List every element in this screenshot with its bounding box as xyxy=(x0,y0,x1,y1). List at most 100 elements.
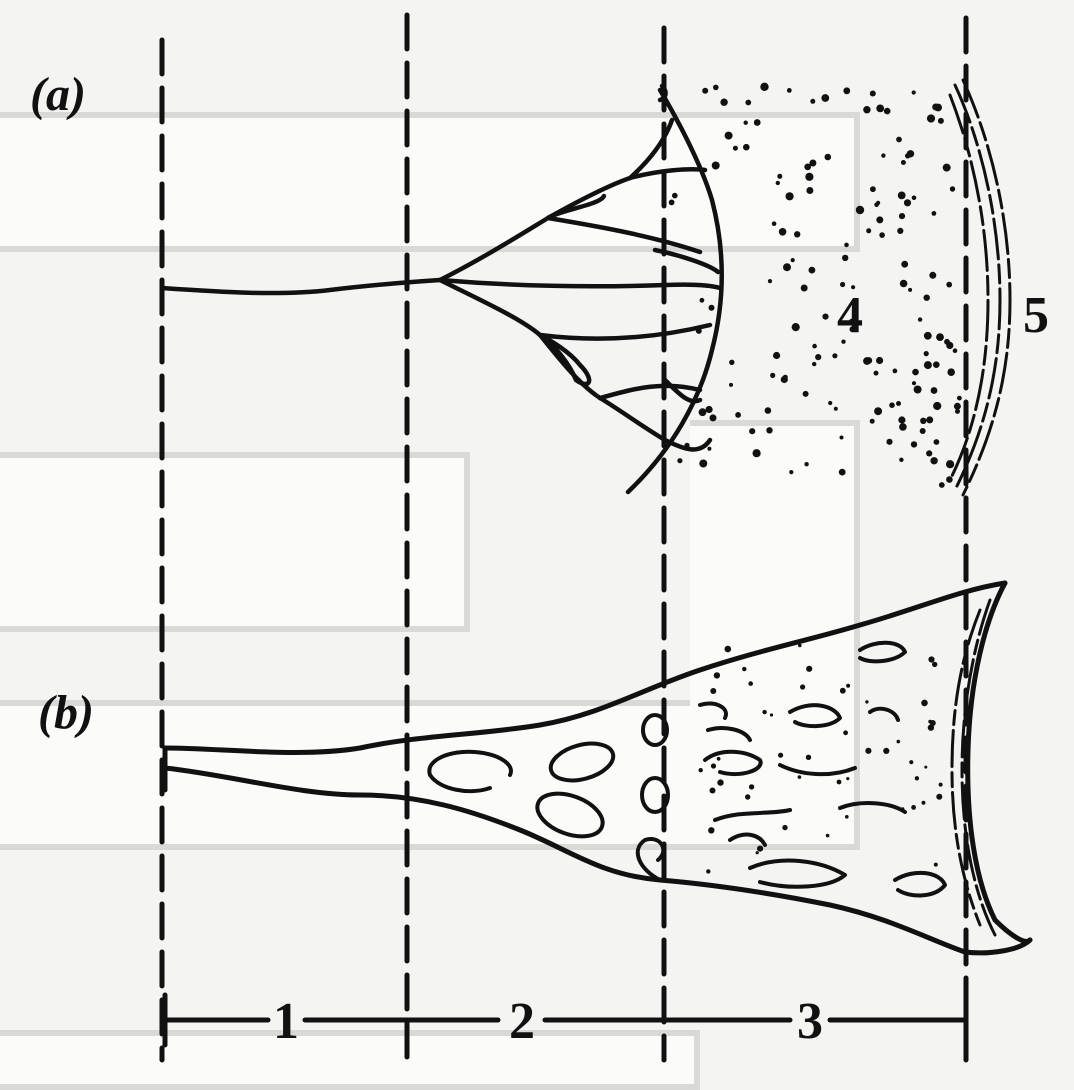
stipple-dot xyxy=(899,458,903,462)
region-label-2: 2 xyxy=(509,993,535,1050)
stipple-dot xyxy=(932,662,937,667)
stipple-dot xyxy=(825,154,832,161)
stipple-dot xyxy=(924,332,932,340)
stipple-dot xyxy=(912,369,919,376)
stipple-dot xyxy=(702,88,708,94)
organelle xyxy=(780,765,855,774)
stipple-dot xyxy=(725,646,732,653)
stipple-dot xyxy=(936,794,942,800)
stipple-dot xyxy=(927,114,935,122)
stipple-dot xyxy=(707,447,711,451)
stipple-dot xyxy=(837,780,842,785)
stipple-dot xyxy=(876,357,883,364)
stipple-dot xyxy=(712,162,720,170)
stipple-dot xyxy=(669,200,675,206)
dendrite-tree xyxy=(162,86,722,492)
stipple-dot xyxy=(893,369,898,374)
stipple-dot xyxy=(866,228,871,233)
stipple-dot xyxy=(783,263,791,271)
stipple-dot xyxy=(897,228,903,234)
stipple-dot xyxy=(766,427,772,433)
organelle xyxy=(750,861,845,887)
stipple-dot xyxy=(939,482,945,488)
stipple-dot xyxy=(920,428,926,434)
stipple-dot xyxy=(904,199,911,206)
stipple-dot xyxy=(729,383,733,387)
stipple-dot xyxy=(745,794,750,799)
stipple-dot xyxy=(946,476,953,483)
stipple-dot xyxy=(772,221,777,226)
stipple-dot xyxy=(846,684,850,688)
organelle xyxy=(840,803,905,812)
stipple-dot xyxy=(834,407,838,411)
stipple-dot xyxy=(778,753,783,758)
stipple-dot xyxy=(926,450,932,456)
stipple-dot xyxy=(832,353,837,358)
stipple-dot xyxy=(881,153,885,157)
stipple-dot xyxy=(787,88,792,93)
stipple-dot xyxy=(932,211,937,216)
stipple-dot xyxy=(754,119,761,126)
stipple-dot xyxy=(801,285,808,292)
stipple-dot xyxy=(896,401,901,406)
stipple-dot xyxy=(792,323,800,331)
stipple-dot xyxy=(924,766,927,769)
stipple-dot xyxy=(934,104,942,112)
stipple-dot xyxy=(926,416,933,423)
stipple-dot xyxy=(684,443,689,448)
stipple-dot xyxy=(954,403,961,410)
stipple-dot xyxy=(742,667,746,671)
stipple-dot xyxy=(845,815,849,819)
stipple-dot xyxy=(717,779,723,785)
stipple-dot xyxy=(710,414,717,421)
stipple-dot xyxy=(863,106,870,113)
stipple-dot xyxy=(699,408,707,416)
stipple-dot xyxy=(934,863,938,867)
stipple-dot xyxy=(735,412,741,418)
stipple-dot xyxy=(762,710,766,714)
stipple-dot xyxy=(898,416,905,423)
organelle xyxy=(532,786,609,845)
stipple-dot xyxy=(749,784,754,789)
organelle xyxy=(870,709,898,720)
organelle xyxy=(895,873,945,896)
stipple-dot xyxy=(798,775,802,779)
stipple-dot xyxy=(900,280,908,288)
stipple-dot xyxy=(844,243,849,248)
stipple-dot xyxy=(696,328,702,334)
stipple-dot xyxy=(815,354,821,360)
region-label-5: 5 xyxy=(1023,287,1049,344)
stipple-dot xyxy=(886,439,892,445)
stipple-dot xyxy=(779,228,787,236)
stipple-dot xyxy=(803,391,809,397)
stipple-dot xyxy=(865,748,871,754)
stipple-dot xyxy=(706,406,713,413)
stipple-dot xyxy=(883,748,889,754)
stipple-dot xyxy=(798,644,802,648)
stipple-dot xyxy=(899,423,907,431)
stipple-dot xyxy=(783,375,788,380)
stipple-dot xyxy=(753,449,761,457)
stipple-dot xyxy=(826,834,830,838)
stipple-dot xyxy=(765,407,772,414)
stipple-dot xyxy=(782,825,787,830)
stipple-dot xyxy=(770,713,773,716)
stipple-dot xyxy=(865,700,868,703)
stipple-dot xyxy=(938,118,944,124)
organelle xyxy=(730,835,765,845)
stipple-dot xyxy=(912,90,916,94)
stipple-dot xyxy=(672,193,678,199)
stipple-dot xyxy=(939,783,943,787)
stipple-dot xyxy=(786,192,794,200)
organelle xyxy=(547,737,618,786)
stipple-dot xyxy=(828,401,832,405)
stipple-dot xyxy=(934,439,940,445)
stipple-dot xyxy=(907,150,914,157)
stipple-dot xyxy=(870,186,876,192)
stipple-dot xyxy=(804,462,808,466)
stipple-dot xyxy=(928,656,934,662)
stipple-dot xyxy=(901,261,908,268)
region-label-3: 3 xyxy=(797,993,823,1050)
stipple-dot xyxy=(943,164,951,172)
organelle xyxy=(790,705,840,726)
